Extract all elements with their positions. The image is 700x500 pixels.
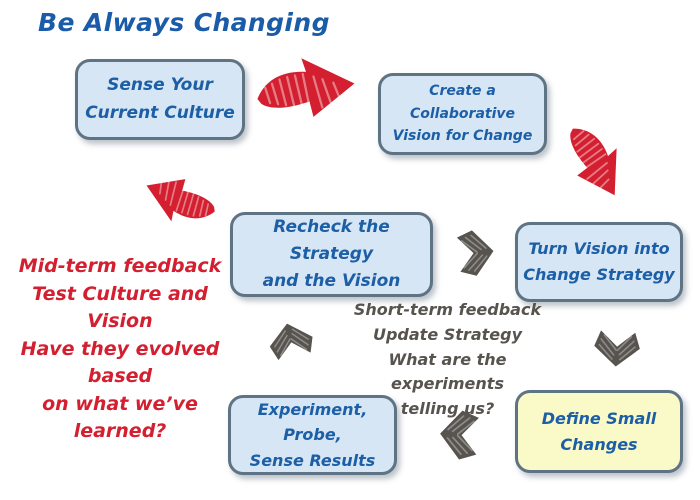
page-title: Be Always Changing: [38, 8, 330, 37]
chevron-up-icon: [264, 317, 317, 363]
node-sense-current-culture: Sense Your Current Culture: [75, 59, 245, 140]
node-recheck-strategy-vision: Recheck the Strategy and the Vision: [230, 212, 433, 297]
node-create-collaborative-vision: Create a Collaborative Vision for Change: [378, 73, 547, 155]
node-define-small-changes: Define Small Changes: [515, 390, 683, 473]
node-label: Create a Collaborative Vision for Change: [392, 83, 533, 145]
short-term-feedback-note: Short-term feedback Update Strategy What…: [353, 300, 542, 419]
chevron-right-icon: [455, 227, 497, 279]
mid-term-feedback-note: Mid-term feedback Test Culture and Visio…: [18, 255, 222, 443]
node-label: Sense Your Current Culture: [85, 75, 235, 123]
node-label: Turn Vision into Change Strategy: [523, 239, 675, 284]
chevron-down-icon: [592, 329, 642, 369]
node-experiment-probe-sense: Experiment, Probe, Sense Results: [228, 395, 397, 475]
node-label: Experiment, Probe, Sense Results: [249, 399, 376, 470]
node-turn-vision-into-strategy: Turn Vision into Change Strategy: [515, 222, 683, 302]
node-label: Recheck the Strategy and the Vision: [262, 216, 401, 292]
node-label: Define Small Changes: [541, 408, 657, 454]
red-arrow-right-icon: [253, 52, 359, 123]
red-arrow-up-left-icon: [136, 164, 223, 238]
red-arrow-down-right-icon: [555, 113, 637, 208]
